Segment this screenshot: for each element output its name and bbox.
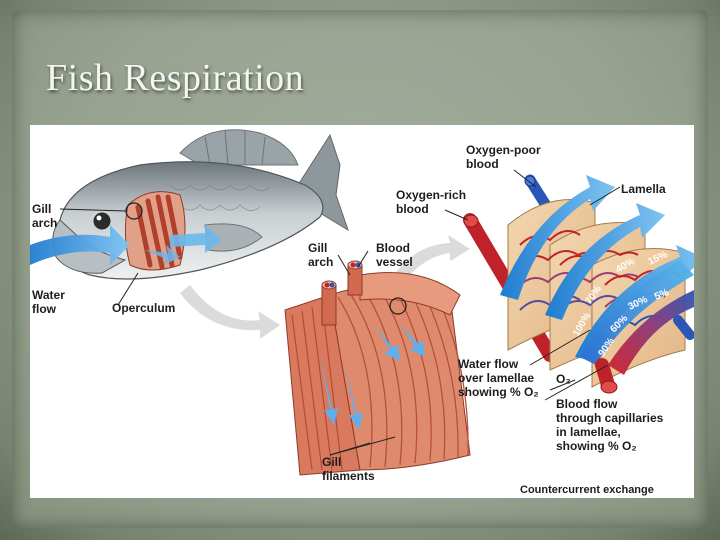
- label-lamella: Lamella: [621, 182, 666, 196]
- figure-illustration: 100% 70% 40% 15% 90% 60% 30% 5%: [30, 129, 694, 476]
- fish-illustration: [52, 129, 349, 306]
- label-gill-arch-fish: Gill arch: [32, 202, 58, 230]
- label-gill-filaments: Gill filaments: [322, 455, 375, 483]
- label-blood-flow: Blood flow through capillaries in lamell…: [556, 397, 664, 453]
- gill-filaments-illustration: [284, 250, 471, 476]
- fish-respiration-figure: 100% 70% 40% 15% 90% 60% 30% 5% Gill arc…: [30, 125, 694, 498]
- label-oxygen-poor-blood: Oxygen-poor blood: [466, 143, 541, 171]
- label-blood-vessel: Blood vessel: [376, 241, 413, 269]
- label-o2: O₂: [556, 372, 571, 386]
- label-gill-arch-mid: Gill arch: [308, 241, 334, 269]
- label-oxygen-rich-blood: Oxygen-rich blood: [396, 188, 467, 216]
- label-water-flow: Water flow: [32, 288, 65, 316]
- slide-title: Fish Respiration: [46, 57, 305, 99]
- label-countercurrent-exchange: Countercurrent exchange: [520, 484, 654, 496]
- water-flow-arrow: [30, 225, 130, 265]
- label-water-flow-lamellae: Water flow over lamellae showing % O₂: [458, 357, 539, 399]
- lamellae-illustration: [444, 169, 694, 401]
- blood-percent-5: 5%: [653, 287, 671, 303]
- label-operculum: Operculum: [112, 301, 176, 315]
